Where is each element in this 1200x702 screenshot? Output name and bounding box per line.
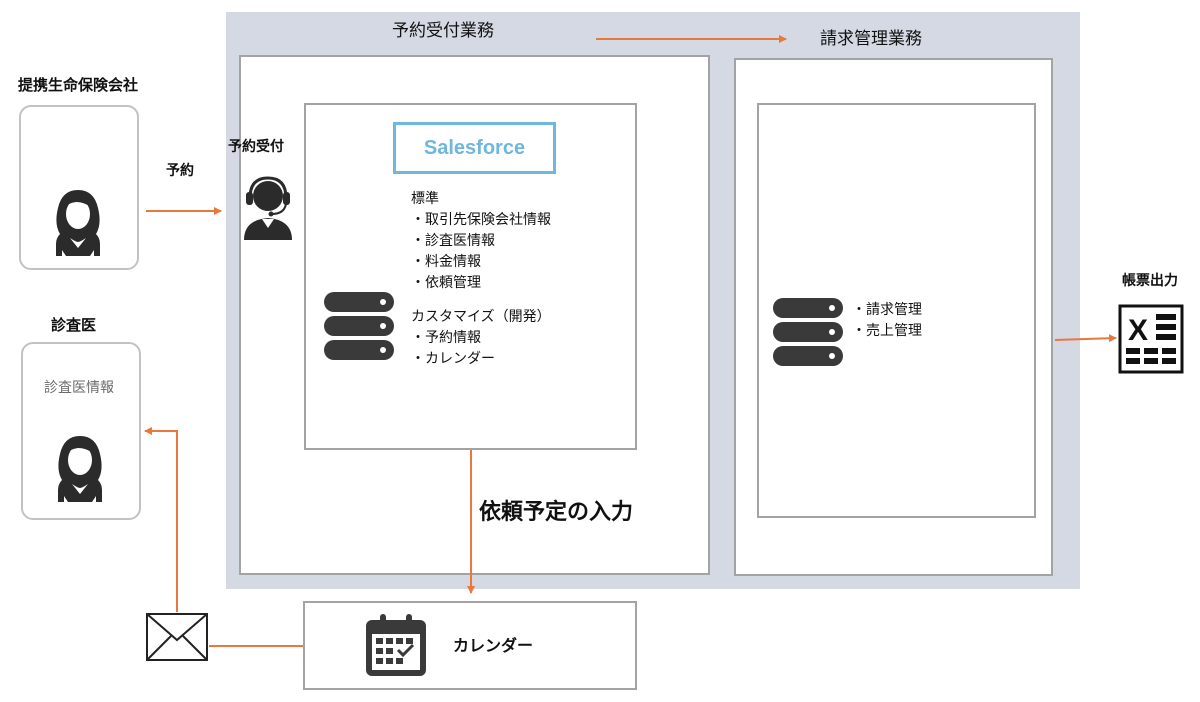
list-item: ・売上管理 <box>852 323 922 339</box>
female-person-icon <box>50 186 106 258</box>
salesforce-logo-text: Salesforce <box>423 136 526 159</box>
calendar-icon <box>364 612 428 678</box>
doctor-info-label: 診査医情報 <box>44 380 114 396</box>
custom-features-list: カスタマイズ（開発） ・予約情報 ・カレンダー <box>411 307 551 370</box>
billing-features-list: ・請求管理 ・売上管理 <box>852 300 922 342</box>
arrow-mail-to-doctor <box>144 427 178 612</box>
mail-envelope-icon <box>145 612 209 662</box>
schedule-input-label: 依頼予定の入力 <box>479 500 634 525</box>
calendar-label: カレンダー <box>453 636 534 655</box>
female-doctor-icon <box>52 432 108 504</box>
list-item: ・予約情報 <box>411 330 481 346</box>
standard-heading: 標準 <box>411 191 439 207</box>
standard-features-list: 標準 ・取引先保険会社情報 ・診査医情報 ・料金情報 ・依頼管理 <box>411 189 551 294</box>
list-item: ・依頼管理 <box>411 275 481 291</box>
list-item: ・料金情報 <box>411 254 481 270</box>
custom-heading: カスタマイズ（開発） <box>411 309 551 325</box>
billing-region-title: 請求管理業務 <box>820 29 922 49</box>
doctor-title: 診査医 <box>51 316 97 334</box>
output-label: 帳票出力 <box>1122 273 1178 289</box>
reservation-flow-label: 予約 <box>166 163 194 179</box>
partner-card <box>19 105 139 270</box>
calendar-box <box>303 601 637 690</box>
database-icon <box>322 290 396 362</box>
partner-title: 提携生命保険会社 <box>18 76 139 94</box>
list-item: ・カレンダー <box>411 351 495 367</box>
list-item: ・請求管理 <box>852 302 922 318</box>
list-item: ・取引先保険会社情報 <box>411 212 551 228</box>
billing-database-icon <box>771 296 845 368</box>
salesforce-logo: Salesforce <box>393 122 556 174</box>
reservation-region-title: 予約受付業務 <box>392 21 494 41</box>
operator-label: 予約受付 <box>228 139 284 155</box>
list-item: ・診査医情報 <box>411 233 495 249</box>
excel-report-icon: X <box>1118 304 1184 374</box>
headset-operator-icon <box>240 172 296 242</box>
svg-text:X: X <box>1128 314 1148 347</box>
